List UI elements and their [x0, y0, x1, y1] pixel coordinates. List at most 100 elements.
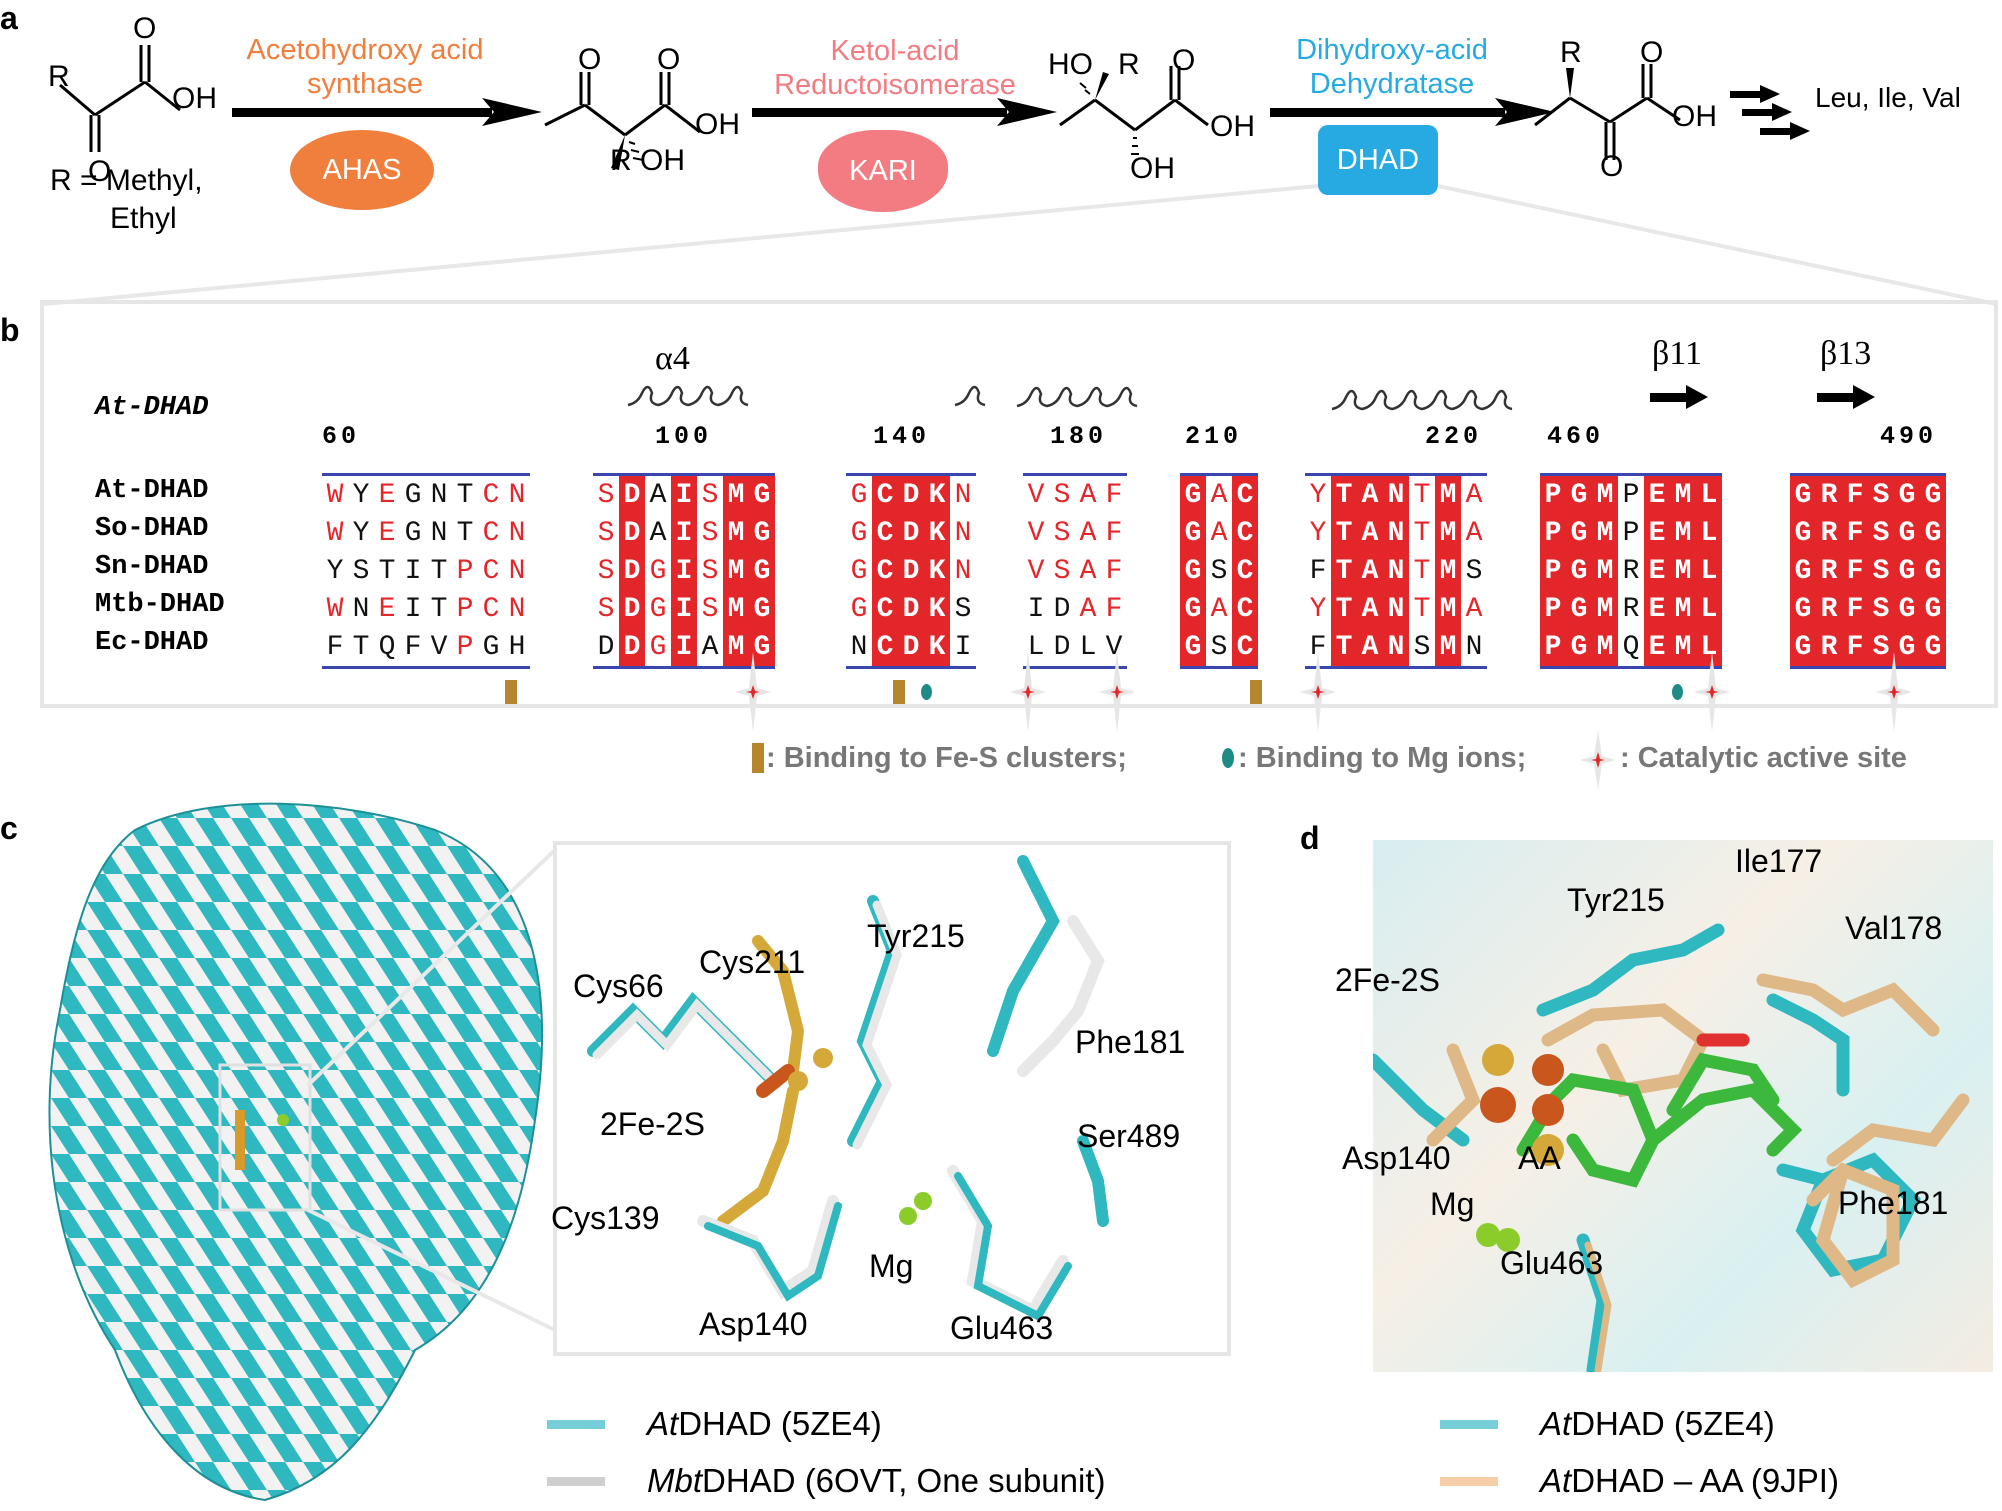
tick-60: 60: [322, 422, 361, 451]
reaction-arrow-3: [1270, 98, 1555, 126]
residue: P: [1540, 628, 1566, 666]
residue: P: [1540, 590, 1566, 628]
residue: G: [1920, 514, 1946, 552]
residue: N: [1383, 552, 1409, 590]
residue: T: [1413, 555, 1431, 587]
residue: D: [597, 631, 615, 663]
residue: A: [1210, 593, 1228, 625]
residue: F: [1842, 514, 1868, 552]
residue: M: [1592, 552, 1618, 590]
label-2fe2s-c: 2Fe-2S: [600, 1106, 705, 1142]
residue: V: [1027, 555, 1045, 587]
residue: C: [1232, 628, 1258, 666]
residue: E: [1644, 476, 1670, 514]
residue: N: [954, 555, 972, 587]
kari-name-line2: Reductoisomerase: [774, 69, 1016, 101]
fes-legend-icon: [752, 743, 764, 773]
residue: G: [1920, 476, 1946, 514]
end-products: Leu, Ile, Val: [1815, 82, 1961, 113]
reaction-arrow-2: [752, 98, 1057, 126]
residue: G: [749, 476, 775, 514]
tick-100: 100: [655, 422, 713, 451]
residue: S: [1868, 552, 1894, 590]
residue: A: [1210, 479, 1228, 511]
residue: G: [1894, 552, 1920, 590]
residue: Q: [378, 631, 396, 663]
residue: A: [1079, 517, 1097, 549]
residue: T: [430, 593, 448, 625]
residue: Y: [1309, 479, 1327, 511]
residue: V: [1027, 517, 1045, 549]
residue: S: [1053, 555, 1071, 587]
residue: S: [954, 593, 972, 625]
residue: S: [597, 479, 615, 511]
residue: C: [872, 590, 898, 628]
residue: G: [850, 517, 868, 549]
residue: G: [1920, 552, 1946, 590]
residue: M: [1670, 590, 1696, 628]
ss-beta13-label: β13: [1820, 335, 1872, 372]
panel-label-a: a: [0, 0, 18, 36]
residue: M: [1435, 514, 1461, 552]
residue: C: [1232, 552, 1258, 590]
residue: F: [1105, 479, 1123, 511]
residue: L: [1079, 631, 1097, 663]
residue: Y: [352, 479, 370, 511]
residue: A: [1357, 590, 1383, 628]
ss-header-name: At-DHAD: [95, 393, 209, 423]
fes-binding-marker-icon: [893, 680, 905, 704]
residue: C: [482, 593, 500, 625]
residue: F: [1105, 555, 1123, 587]
residue: F: [1842, 628, 1868, 666]
catalytic-legend-text: : Catalytic active site: [1620, 742, 1907, 774]
legend-c-atdhad-swatch: [547, 1419, 605, 1429]
residue: R: [1816, 514, 1842, 552]
residue: S: [1868, 590, 1894, 628]
residue: N: [954, 517, 972, 549]
residue: Q: [1622, 631, 1640, 663]
residue: N: [508, 479, 526, 511]
residue: V: [1027, 479, 1045, 511]
residue: A: [1357, 628, 1383, 666]
residue: G: [1790, 590, 1816, 628]
residue: A: [1079, 593, 1097, 625]
residue: P: [1540, 476, 1566, 514]
residue: T: [1331, 628, 1357, 666]
intermediate-2-structure: [1059, 66, 1209, 155]
residue: R: [1622, 555, 1640, 587]
residue: D: [1053, 593, 1071, 625]
catalytic-site-marker-icon: [1876, 652, 1912, 732]
strand-beta13-icon: [1817, 385, 1875, 409]
residue: K: [924, 476, 950, 514]
residue: S: [1465, 555, 1483, 587]
catalytic-legend-icon: [1580, 730, 1616, 790]
residue: A: [649, 479, 667, 511]
kari-name-line1: Ketol-acid: [830, 35, 960, 67]
mg-legend-icon: [1222, 748, 1234, 768]
residue: G: [404, 479, 422, 511]
residue: V: [1105, 631, 1123, 663]
label-ser489: Ser489: [1077, 1118, 1181, 1154]
residue: C: [1232, 514, 1258, 552]
residue: R: [1816, 628, 1842, 666]
intermediate-1-structure: [544, 72, 701, 170]
residue: M: [723, 552, 749, 590]
residue: N: [352, 593, 370, 625]
product-r: R: [1560, 36, 1582, 69]
residue: G: [1566, 514, 1592, 552]
int1-o2: O: [657, 43, 681, 76]
seq-name-mtb: Mtb-DHAD: [95, 590, 225, 620]
residue: F: [1842, 476, 1868, 514]
residue: T: [378, 555, 396, 587]
residue: T: [1331, 476, 1357, 514]
residue: G: [1920, 628, 1946, 666]
residue: L: [1696, 590, 1722, 628]
residue: I: [671, 552, 697, 590]
residue: A: [1465, 479, 1483, 511]
residue: Y: [326, 555, 344, 587]
legend-d-atdhad-text: DHAD (5ZE4): [1571, 1405, 1775, 1442]
